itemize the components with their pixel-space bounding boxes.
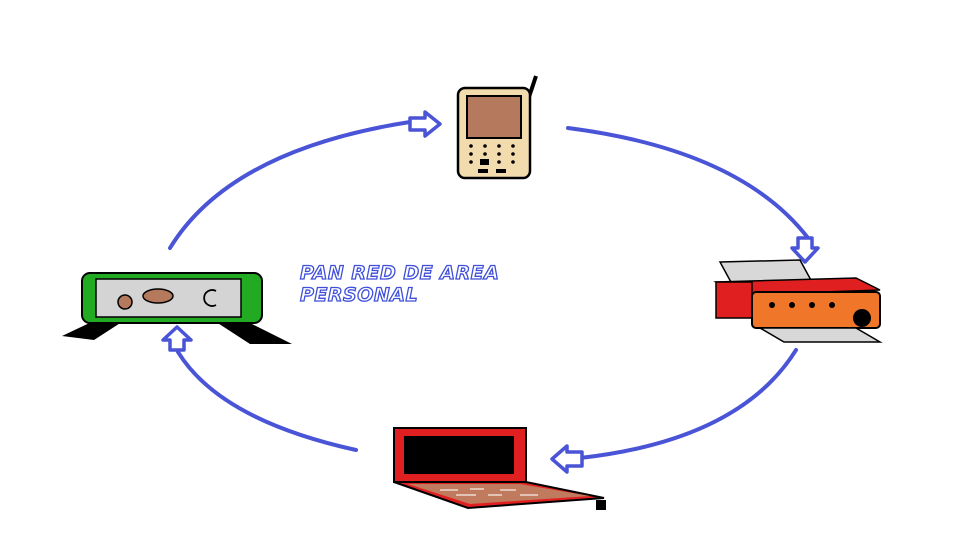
- arrow-down-icon: [790, 236, 820, 264]
- arc-printer-to-laptop: [578, 348, 798, 460]
- printer-icon: [713, 259, 883, 343]
- mobile-phone-icon: [456, 75, 538, 180]
- laptop-icon: [393, 427, 606, 510]
- arrow-right-icon: [408, 110, 442, 138]
- diagram-caption: PAN RED DE AREA PERSONAL: [299, 261, 500, 306]
- arc-scanner-to-phone: [168, 120, 412, 250]
- arrow-up-icon: [161, 325, 193, 352]
- arc-phone-to-printer: [566, 126, 810, 240]
- arc-laptop-to-scanner: [176, 350, 358, 452]
- caption-line-1: PAN RED DE AREA: [299, 261, 500, 284]
- scanner-icon: [62, 272, 292, 344]
- caption-line-2: PERSONAL: [299, 283, 419, 306]
- cycle-arcs: [168, 120, 810, 460]
- arrow-left-icon: [550, 444, 584, 474]
